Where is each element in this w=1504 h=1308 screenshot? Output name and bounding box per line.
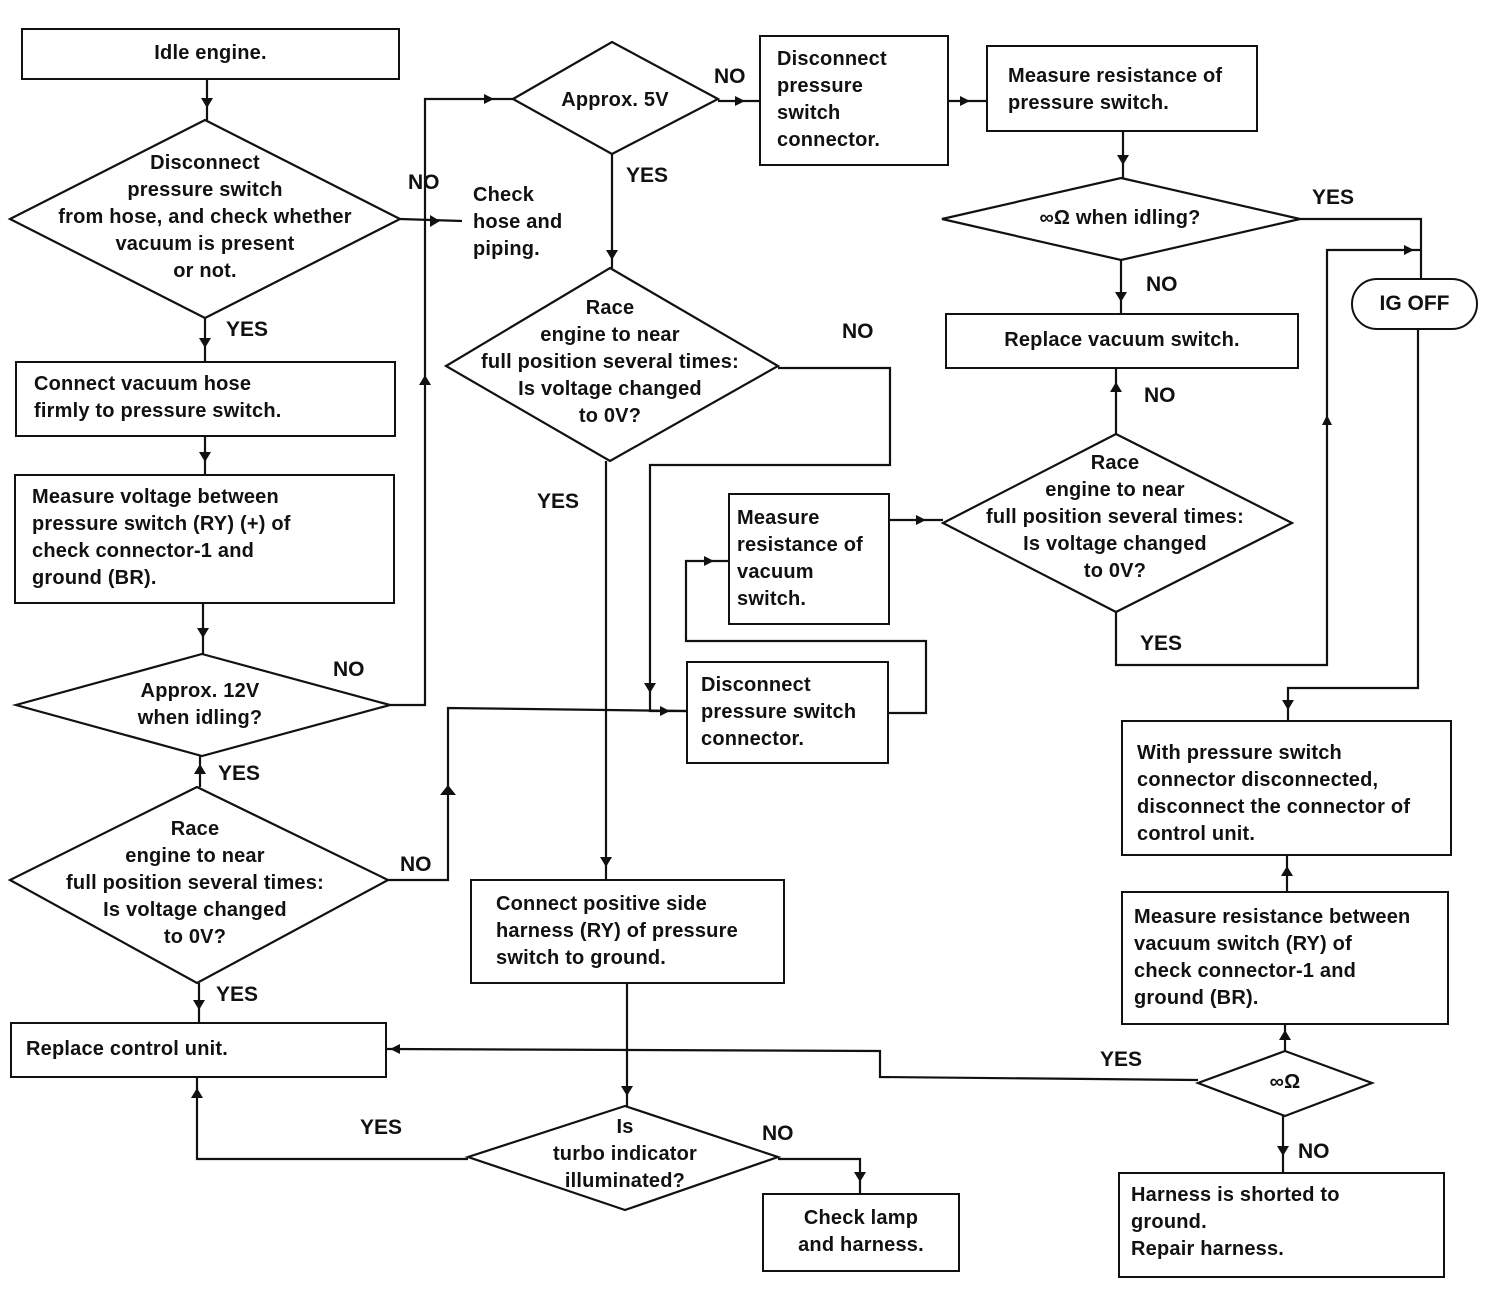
label-no-race-left: NO <box>400 853 432 876</box>
with-ps-disconnected-text: With pressure switch connector disconnec… <box>1137 742 1411 845</box>
replace-vacuum-switch-text: Replace vacuum switch. <box>1004 329 1240 351</box>
decision-race-left-text: Race engine to near full position severa… <box>66 818 324 948</box>
decision-12v-text: Approx. 12V when idling? <box>137 680 263 729</box>
label-yes-12v: YES <box>218 762 261 785</box>
harness-shorted-text: Harness is shorted to ground. Repair har… <box>1131 1184 1340 1260</box>
measure-voltage-box <box>14 474 395 604</box>
decision-inf-idling-text: ∞Ω when idling? <box>1039 207 1201 229</box>
decision-inf-ohm-text: ∞Ω <box>1269 1071 1301 1093</box>
check-hose-text: Check hose and piping. <box>473 184 563 260</box>
label-no-vacuum: NO <box>408 171 440 194</box>
connect-vacuum-hose-box <box>15 361 396 437</box>
label-no-turbo: NO <box>762 1122 794 1145</box>
label-yes-turbo: YES <box>360 1116 403 1139</box>
decision-race-right-text: Race engine to near full position severa… <box>986 452 1244 582</box>
measure-resistance-between-text: Measure resistance between vacuum switch… <box>1134 906 1411 1009</box>
with-ps-disconnected-box <box>1121 720 1452 856</box>
label-yes-5v: YES <box>626 164 669 187</box>
decision-race-left-shape <box>7 785 391 985</box>
label-no-5v: NO <box>714 65 746 88</box>
idle-engine-text: Idle engine. <box>154 42 267 64</box>
idle-engine-box <box>21 28 400 80</box>
label-yes-inf-idling: YES <box>1312 186 1355 209</box>
label-yes-inf: YES <box>1100 1048 1143 1071</box>
measure-resistance-vs-text: Measure resistance of vacuum switch. <box>737 507 863 610</box>
replace-control-unit-text: Replace control unit. <box>26 1038 229 1060</box>
ig-off-terminal: IG OFF <box>1351 278 1478 330</box>
label-yes-race-right: YES <box>1140 632 1183 655</box>
disconnect-switch-top-box <box>759 35 949 166</box>
label-yes-vacuum: YES <box>226 318 269 341</box>
disconnect-switch-mid-text: Disconnect pressure switch connector. <box>701 674 857 750</box>
decision-turbo-text: Is turbo indicator illuminated? <box>552 1116 698 1192</box>
replace-control-unit-box <box>10 1022 387 1078</box>
decision-turbo-shape <box>464 1104 782 1212</box>
decision-race-mid-shape <box>443 266 781 463</box>
measure-resistance-ps-text: Measure resistance of pressure switch. <box>1008 65 1223 114</box>
decision-race-mid-text: Race engine to near full position severa… <box>481 297 739 427</box>
decision-5v-text: Approx. 5V <box>561 89 669 111</box>
label-no-race-right: NO <box>1144 384 1176 407</box>
label-yes-race-mid: YES <box>537 490 580 513</box>
decision-vacuum-text: Disconnect pressure switch from hose, an… <box>58 152 352 282</box>
label-no-inf: NO <box>1298 1140 1330 1163</box>
disconnect-switch-top-text: Disconnect pressure switch connector. <box>777 48 887 151</box>
decision-inf-ohm-shape <box>1194 1049 1376 1118</box>
label-no-12v: NO <box>333 658 365 681</box>
connect-positive-side-text: Connect positive side harness (RY) of pr… <box>496 893 738 969</box>
label-yes-race-left: YES <box>216 983 259 1006</box>
harness-shorted-box <box>1118 1172 1445 1278</box>
label-no-race-mid: NO <box>842 320 874 343</box>
check-lamp-box <box>762 1193 960 1272</box>
disconnect-switch-mid-box <box>686 661 889 764</box>
replace-vacuum-switch-box <box>945 313 1299 369</box>
measure-resistance-vs-box <box>728 493 890 625</box>
connect-positive-side-box <box>470 879 785 984</box>
measure-resistance-between-box <box>1121 891 1449 1025</box>
measure-resistance-ps-box <box>986 45 1258 132</box>
connect-vacuum-hose-text: Connect vacuum hose firmly to pressure s… <box>34 373 282 422</box>
measure-voltage-text: Measure voltage between pressure switch … <box>32 486 291 589</box>
check-lamp-text: Check lamp and harness. <box>798 1207 924 1256</box>
label-no-inf-idling: NO <box>1146 273 1178 296</box>
decision-12v-shape <box>11 652 395 758</box>
